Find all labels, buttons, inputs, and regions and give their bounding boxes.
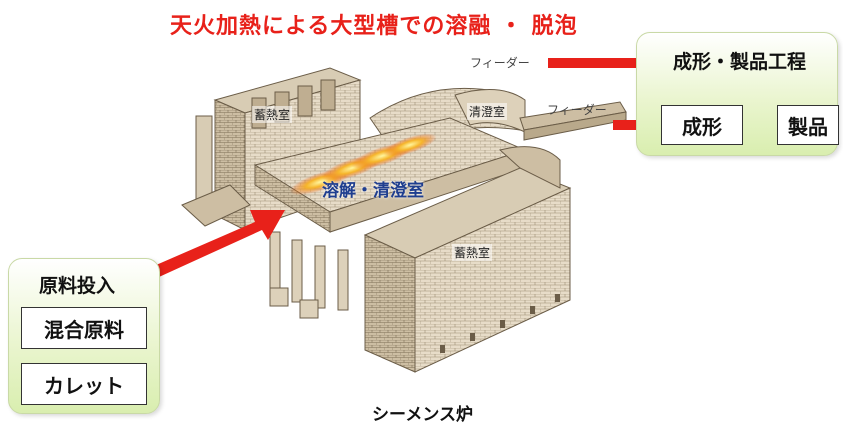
- left-stack: [181, 115, 251, 227]
- product-step-box: 製品: [777, 105, 839, 145]
- cullet-box: カレット: [21, 363, 147, 405]
- diagram-title: 天火加熱による大型槽での溶融 ・ 脱泡: [170, 14, 578, 39]
- forming-step-box: 成形: [661, 105, 743, 145]
- mixed-raw-material-box: 混合原料: [21, 307, 147, 349]
- forming-process-panel: 成形・製品工程 成形 製品: [636, 32, 839, 156]
- support-pillars: [269, 231, 349, 319]
- raw-material-panel: 原料投入 混合原料 カレット: [8, 258, 160, 414]
- melting-chamber-label: 溶解・清澄室: [322, 181, 424, 201]
- regenerator-front: [363, 146, 572, 373]
- regenerator-front-label: 蓄熱室: [452, 244, 493, 261]
- raw-material-header: 原料投入: [39, 275, 116, 297]
- feeder-label-lower: フィーダー: [547, 103, 607, 117]
- flames: [289, 133, 437, 196]
- forming-process-header: 成形・製品工程: [673, 51, 807, 73]
- regenerator-back-label: 蓄熱室: [252, 106, 293, 123]
- feeder-label-top: フィーダー: [470, 56, 530, 70]
- furnace-caption: シーメンス炉: [372, 405, 473, 425]
- refining-chamber-label: 清澄室: [467, 103, 508, 120]
